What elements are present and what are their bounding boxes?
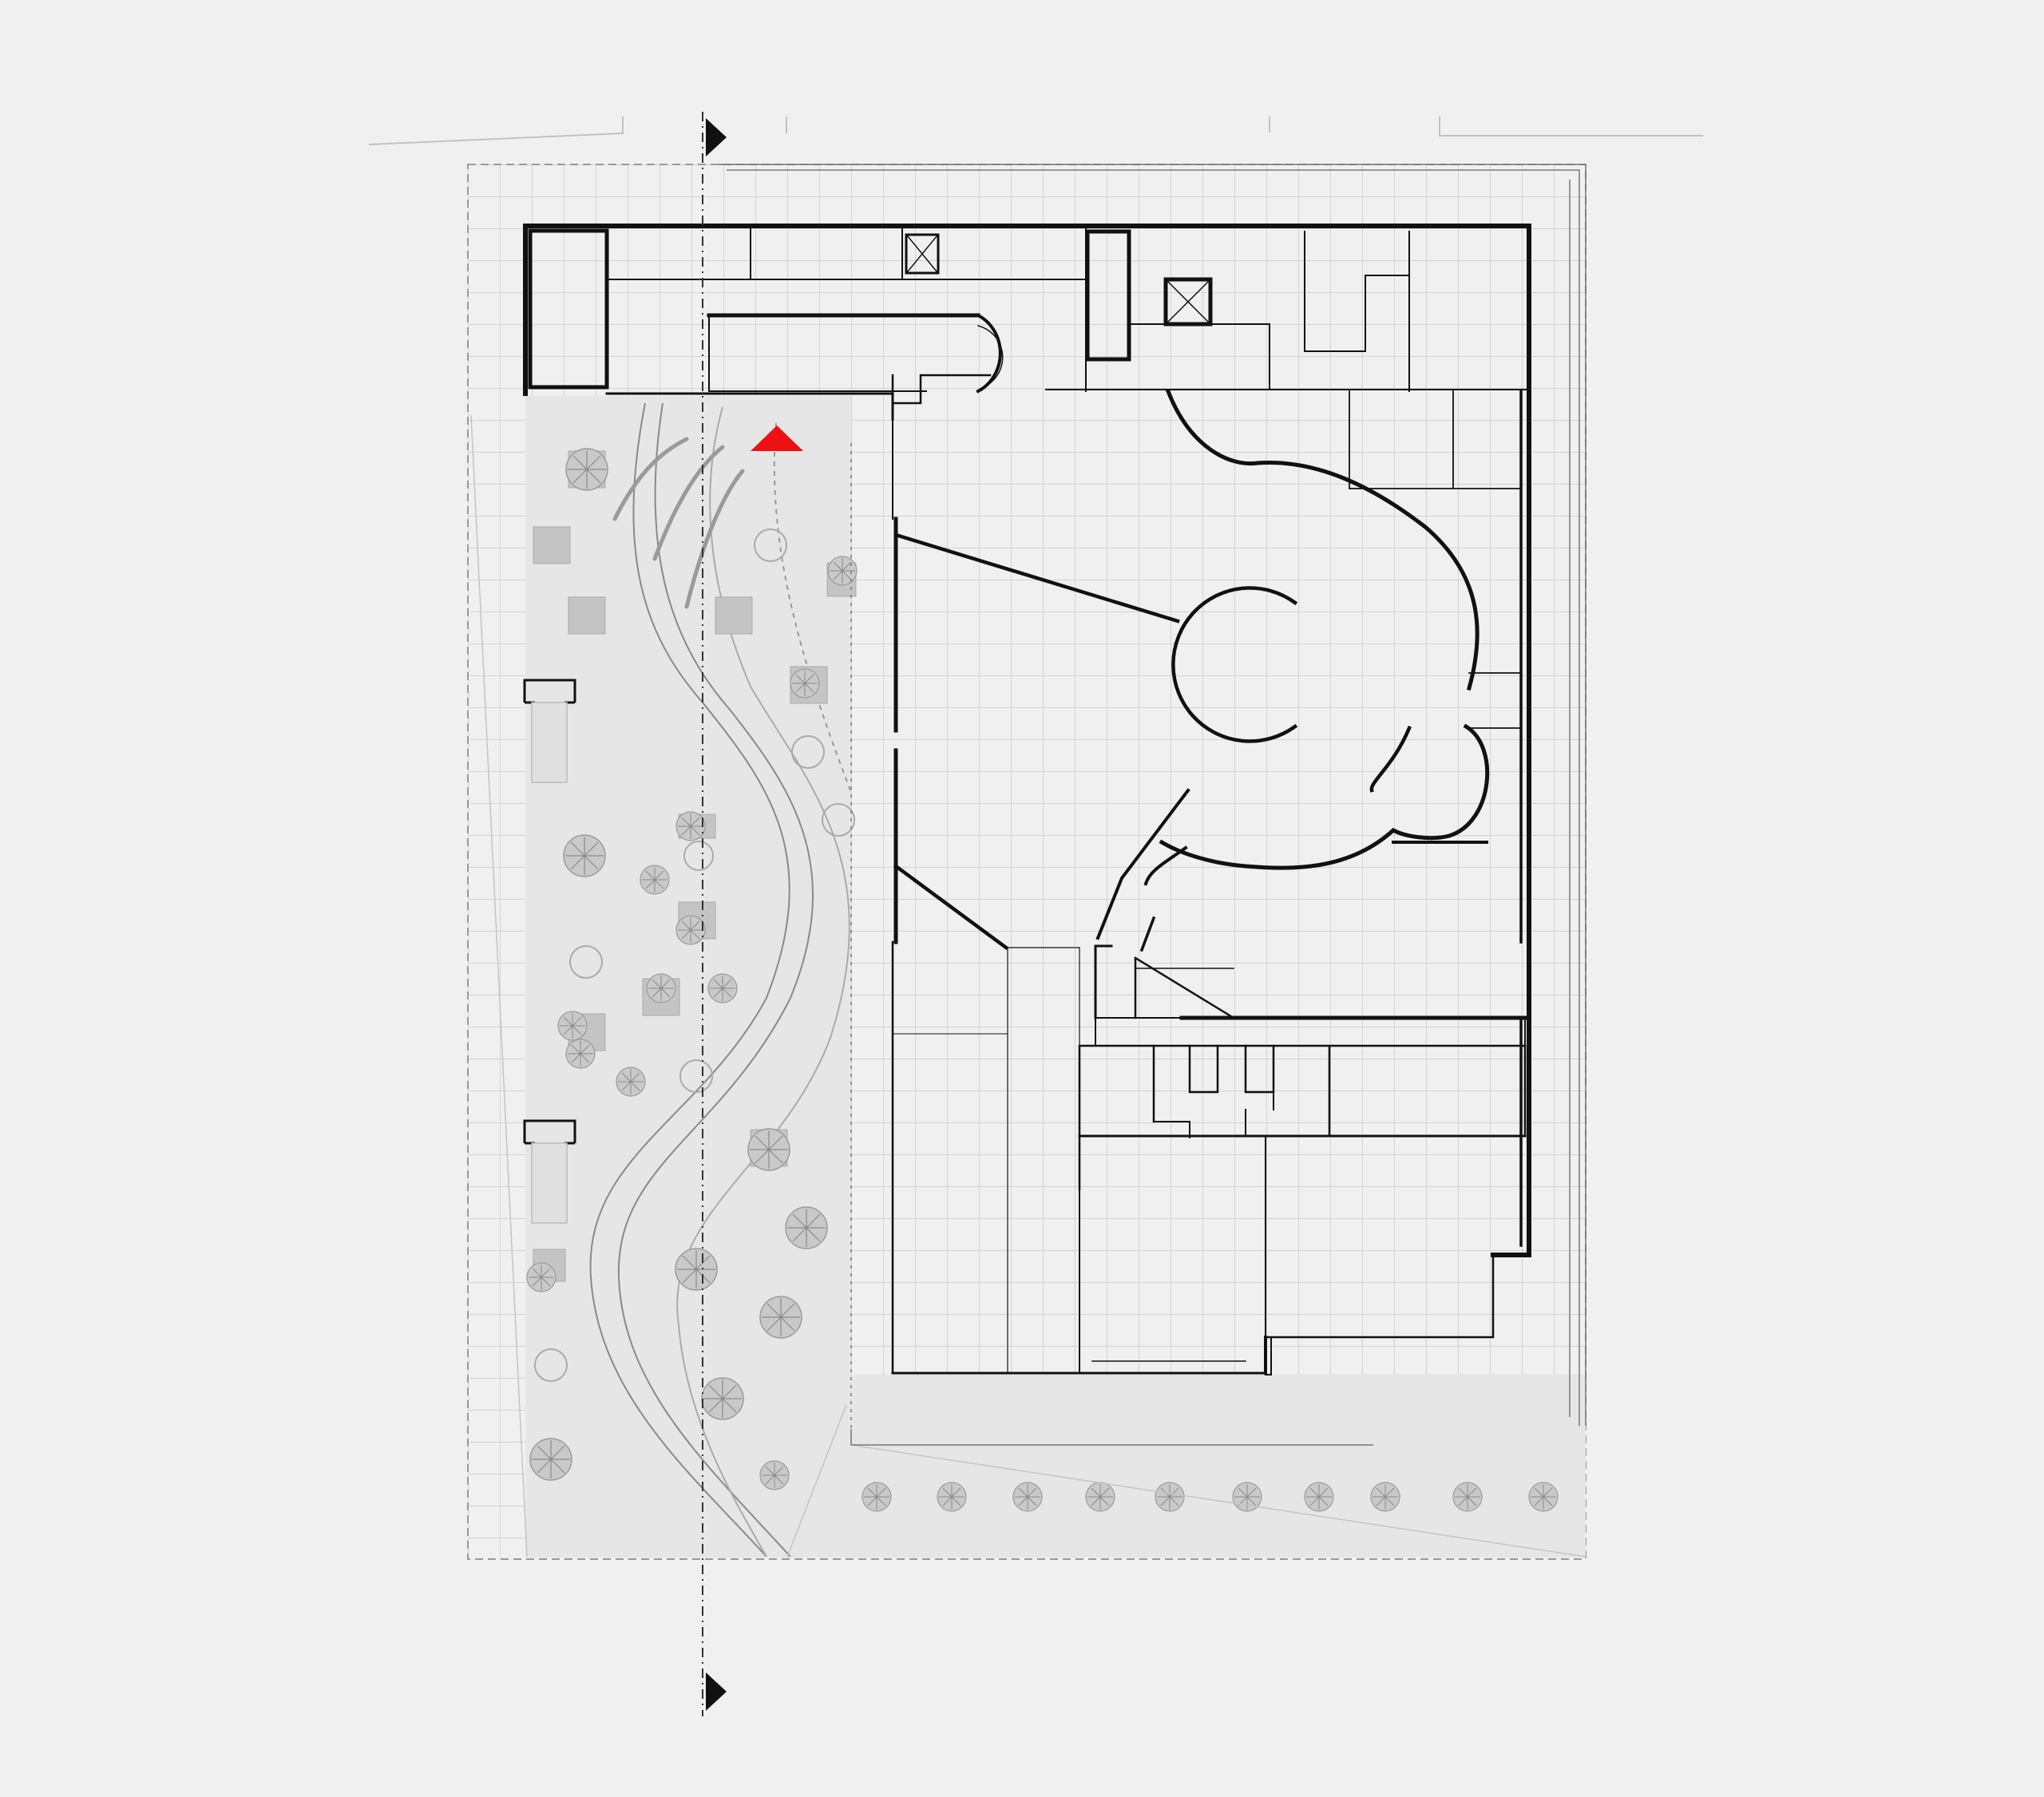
section-line xyxy=(702,112,727,1716)
building-walls xyxy=(523,224,1531,1375)
tree-pits-circles xyxy=(534,528,855,1382)
entrance-marker xyxy=(751,426,803,451)
section-marker-bottom xyxy=(706,1672,727,1711)
site-boundary-lines xyxy=(470,414,1586,1558)
street-edge-lines xyxy=(368,117,1703,145)
facade-thin-lines xyxy=(719,164,1586,1446)
section-marker-top xyxy=(706,118,727,156)
landscape-plaza xyxy=(470,396,1586,1558)
kiosks xyxy=(523,679,576,1224)
wave-path xyxy=(589,402,851,1558)
curved-benches xyxy=(612,437,745,609)
